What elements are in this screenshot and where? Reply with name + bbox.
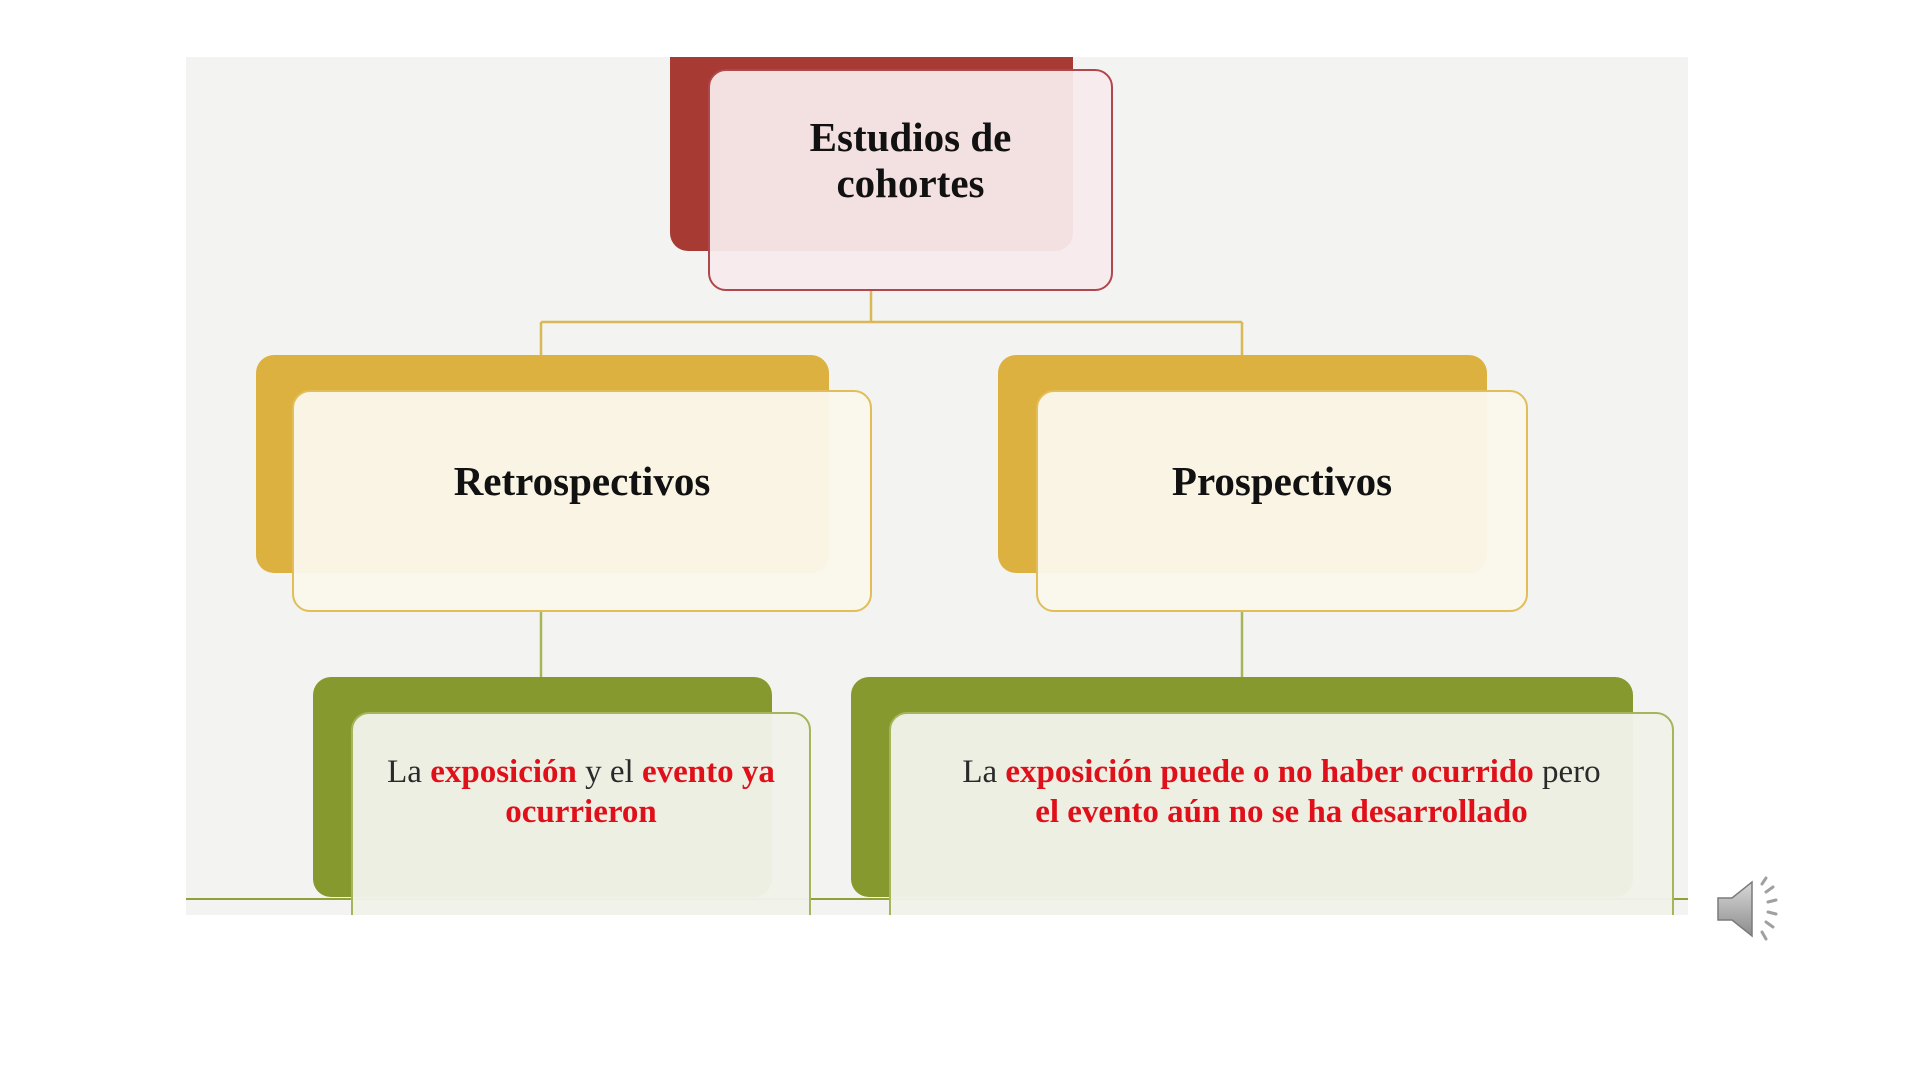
root-title-line1: Estudios de	[809, 114, 1012, 160]
text-exposicion: exposición	[430, 754, 577, 790]
text-la: La	[387, 754, 422, 790]
prospective-node: Prospectivos	[1036, 390, 1528, 612]
text-la: La	[962, 754, 998, 790]
text-y-el: y el	[585, 754, 634, 790]
retrospective-description-text: La exposición y el evento ya ocurrieron	[367, 752, 795, 832]
text-evento-aun-no: el evento aún no se ha desarrollado	[1035, 794, 1528, 830]
text-ya-ocurrieron: ya ocurrieron	[505, 754, 775, 830]
text-evento: evento	[641, 754, 734, 790]
connector-lines	[539, 291, 1244, 677]
prospective-title: Prospectivos	[1171, 458, 1393, 504]
speaker-icon[interactable]	[1716, 872, 1796, 946]
root-node: Estudios de cohortes	[708, 69, 1113, 291]
text-pero: pero	[1542, 754, 1601, 790]
slide: Estudios de cohortes Retrospectivos Pros…	[186, 57, 1688, 915]
prospective-description-text: La exposición puede o no haber ocurrido …	[962, 752, 1600, 832]
retrospective-node: Retrospectivos	[292, 390, 872, 612]
retrospective-title: Retrospectivos	[453, 458, 711, 504]
retrospective-description: La exposición y el evento ya ocurrieron	[351, 712, 811, 915]
prospective-description: La exposición puede o no haber ocurrido …	[889, 712, 1674, 915]
root-title-line2: cohortes	[836, 160, 985, 206]
root-node-title: Estudios de cohortes	[810, 114, 1012, 206]
text-exposicion-puede: exposición puede o no haber ocurrido	[1005, 754, 1534, 790]
